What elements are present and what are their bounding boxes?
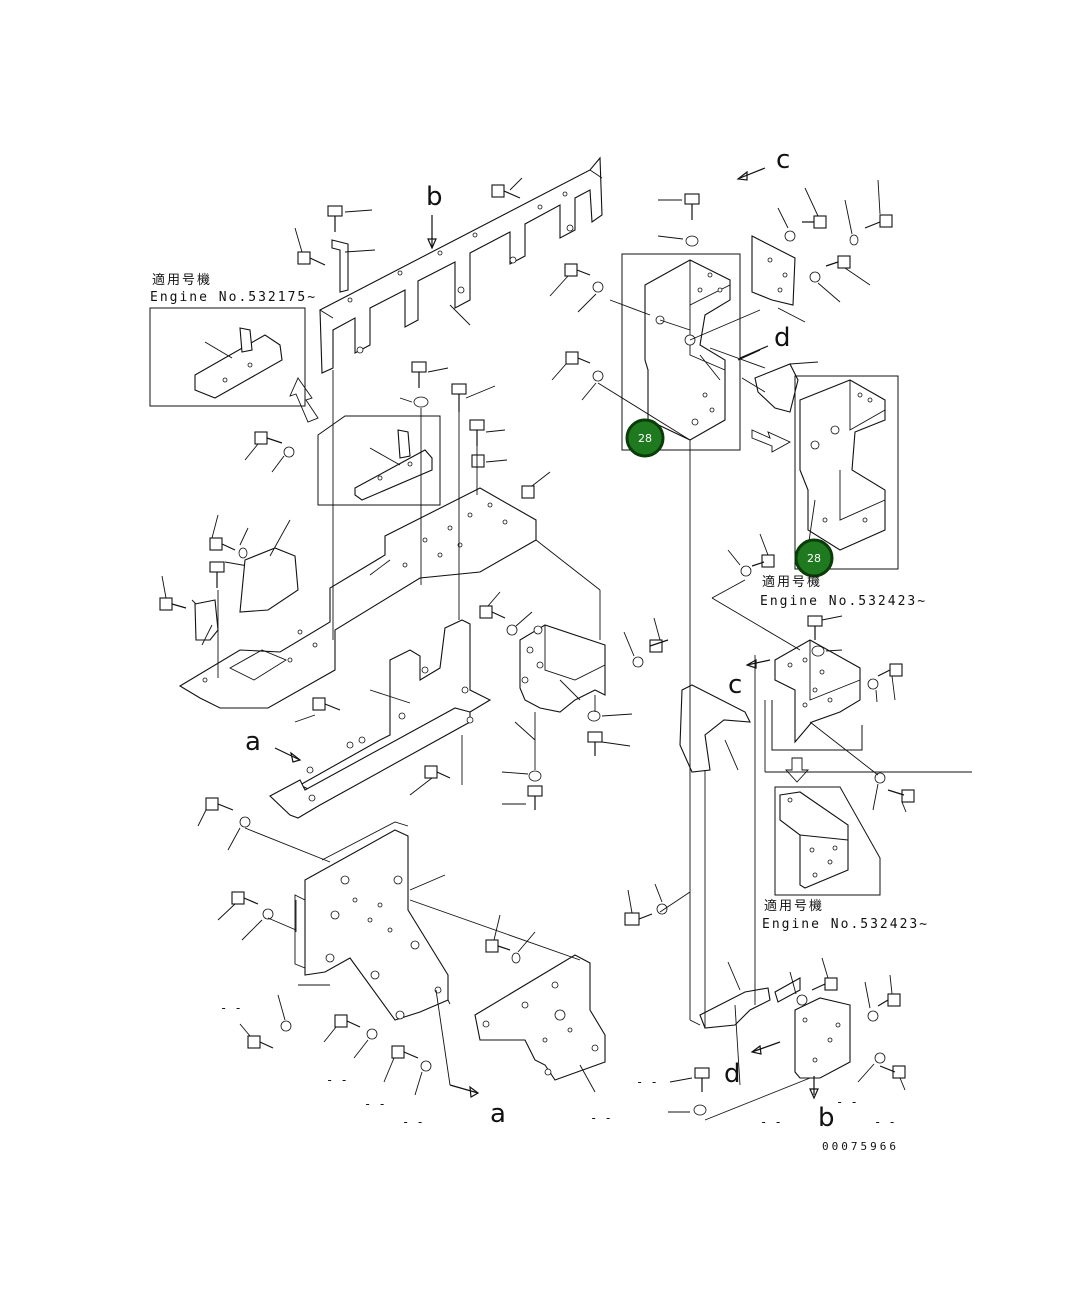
center-box-bracket xyxy=(519,624,606,713)
callout-28-right[interactable]: 28 xyxy=(794,538,834,578)
connector-b-top: b xyxy=(426,182,443,212)
top-right-detail-box xyxy=(621,253,741,451)
right-bottom-bracket xyxy=(794,997,851,1079)
right-mid-bracket xyxy=(774,639,861,744)
connector-b-bottom: b xyxy=(818,1103,835,1133)
dash-placeholder: - - xyxy=(402,1115,424,1129)
inset-box-532423-b xyxy=(774,786,881,896)
fasteners-right xyxy=(549,179,893,577)
inset-box-532175 xyxy=(149,307,306,407)
dash-placeholder: - - xyxy=(836,1095,858,1109)
connector-d-bottom: d xyxy=(724,1059,741,1089)
top-right-bracket xyxy=(644,259,731,441)
applicability-title-1: 適用号機 xyxy=(152,272,212,288)
callout-label: 28 xyxy=(807,552,821,565)
dash-placeholder: - - xyxy=(636,1075,658,1089)
connector-c-top: c xyxy=(776,145,790,175)
right-mid-detail-box xyxy=(771,700,863,751)
applicability-engine-2: Engine No.532423~ xyxy=(760,594,927,609)
connector-c-mid: c xyxy=(728,670,742,700)
hanger-bracket xyxy=(331,239,349,293)
applicability-title-2: 適用号機 xyxy=(762,574,822,590)
inset-box-middle xyxy=(317,415,441,506)
callout-28-top[interactable]: 28 xyxy=(625,418,665,458)
leader-lines xyxy=(201,167,972,1121)
dash-placeholder: - - xyxy=(220,1001,242,1015)
connector-a-left: a xyxy=(245,727,261,757)
bottom-center-plate xyxy=(474,954,606,1081)
fasteners-left xyxy=(159,177,710,1116)
applicability-engine-3: Engine No.532423~ xyxy=(762,917,929,932)
hollow-arrow-inset xyxy=(289,377,319,423)
applicability-title-3: 適用号機 xyxy=(764,898,824,914)
right-upper-hook xyxy=(679,684,751,773)
dash-placeholder: - - xyxy=(326,1073,348,1087)
applicability-engine-1: Engine No.532175~ xyxy=(150,290,317,305)
left-base-plate xyxy=(178,487,537,709)
dash-placeholder: - - xyxy=(874,1115,896,1129)
dash-placeholder: - - xyxy=(590,1111,612,1125)
lower-left-large-plate xyxy=(304,829,449,1021)
top-long-bracket xyxy=(319,156,603,374)
drawing-code: 00075966 xyxy=(822,1140,899,1153)
connector-d-top: d xyxy=(774,323,791,353)
dash-placeholder: - - xyxy=(364,1097,386,1111)
connector-a-bottom: a xyxy=(490,1099,506,1129)
callout-label: 28 xyxy=(638,432,652,445)
inset-box-532423-a xyxy=(794,375,899,570)
center-step-bracket xyxy=(298,619,492,791)
dash-placeholder: - - xyxy=(760,1115,782,1129)
